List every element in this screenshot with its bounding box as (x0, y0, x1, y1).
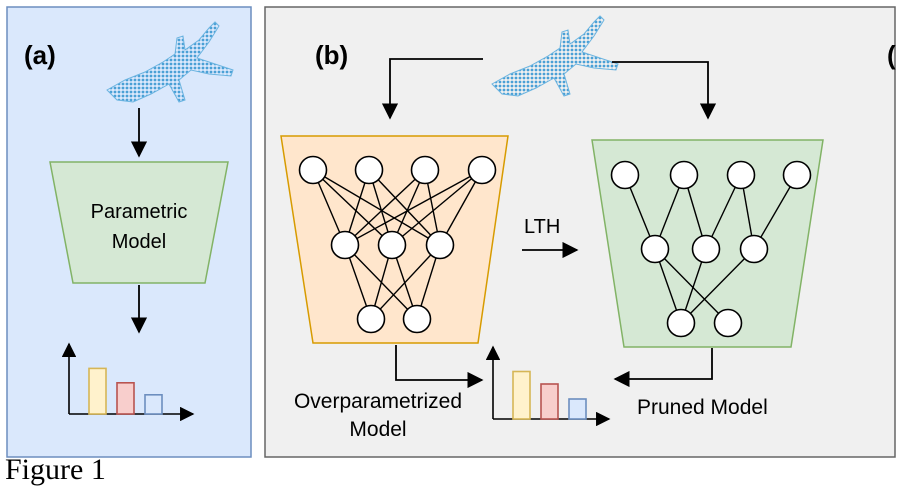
output-a-bar-2 (116, 381, 135, 415)
pruned-node-6 (691, 234, 721, 264)
overparametrized-model-label-line2: Model (349, 418, 407, 441)
pruned-node-8 (666, 308, 696, 338)
output-b-bar-1 (512, 370, 531, 420)
overparam-node-8 (356, 304, 386, 334)
pruned-model-label: Pruned Model (637, 396, 768, 419)
panel-c-partial-label: ( (887, 40, 896, 70)
overparam-node-5 (330, 230, 360, 260)
panel-a-label: (a) (24, 40, 56, 70)
lth-label: LTH (524, 216, 561, 238)
airplane-point-cloud-icon (106, 21, 234, 103)
arrow-input-to-overparam-model (381, 58, 483, 120)
overparam-node-7 (425, 230, 455, 260)
pruned-node-2 (669, 160, 699, 190)
pruned-node-4 (782, 160, 812, 190)
arrow-pruned-to-output (613, 348, 713, 388)
overparam-node-2 (354, 155, 384, 185)
parametric-model-shape (49, 161, 229, 284)
pruned-edge (654, 248, 729, 324)
overparam-edge (312, 169, 441, 246)
pruned-node-3 (726, 160, 756, 190)
airplane-point-cloud-icon (491, 15, 619, 97)
overparam-edge (439, 169, 483, 246)
figure-caption-partial: Figure 1 (5, 453, 106, 486)
overparam-edge (312, 169, 393, 246)
overparam-node-9 (402, 304, 432, 334)
parametric-model-label: Parametric Model (66, 197, 212, 257)
pruned-node-5 (640, 234, 670, 264)
overparam-node-4 (467, 155, 497, 185)
overparametrized-network (298, 155, 497, 334)
output-a-bar-3 (144, 393, 163, 415)
arrow-overparam-to-output (395, 345, 484, 389)
arrow-input-to-pruned-model (612, 61, 717, 120)
overparametrized-model-label-line1: Overparametrized (293, 390, 463, 413)
overparam-edge (344, 169, 426, 246)
panel-b-label: (b) (315, 40, 349, 70)
overparam-edge (368, 169, 441, 246)
pruned-edge (680, 248, 755, 324)
overparam-edge (344, 169, 483, 246)
pruned-network (610, 160, 812, 338)
parametric-model-label-line1: Parametric (90, 201, 188, 223)
output-b-bar-3 (568, 398, 587, 420)
pruned-node-7 (739, 234, 769, 264)
overparam-node-3 (410, 155, 440, 185)
parametric-model-label-line2: Model (111, 231, 167, 253)
overparam-edge (370, 244, 441, 320)
output-b-bar-2 (540, 383, 559, 420)
figure-canvas (6, 6, 896, 458)
overparametrized-model-label: Overparametrized Model (266, 388, 490, 444)
output-bar-chart-b (485, 345, 611, 427)
pruned-node-9 (713, 308, 743, 338)
overparam-edge (391, 169, 483, 246)
overparam-node-6 (377, 230, 407, 260)
overparam-node-1 (298, 155, 328, 185)
pruned-node-1 (610, 160, 640, 190)
output-a-bar-1 (88, 367, 107, 415)
output-bar-chart-a (61, 342, 195, 422)
